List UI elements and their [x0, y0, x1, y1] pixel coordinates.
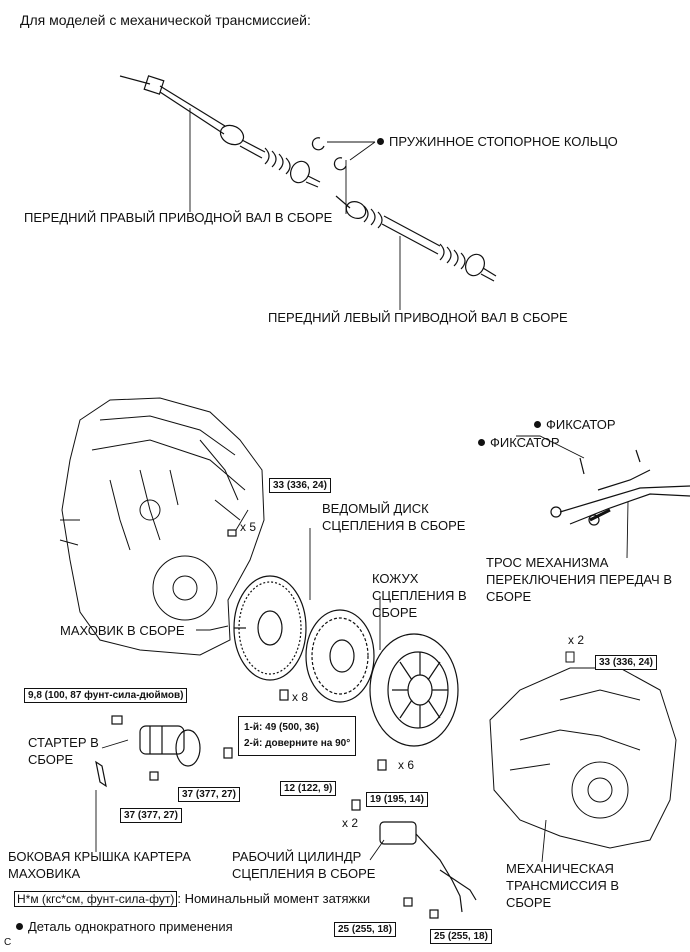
clip-text-1: ФИКСАТОР [546, 417, 616, 432]
starter-drawing [111, 715, 233, 781]
qty-x2-cylinder: x 2 [342, 816, 359, 830]
qty-x8: x 8 [292, 690, 309, 704]
legend-torque: Н*м (кгс*см, фунт-сила-фут): Номинальный… [14, 890, 370, 908]
torque-box-starter-1: 37 (377, 27) [178, 787, 240, 802]
page-title: Для моделей с механической трансмиссией: [20, 12, 311, 28]
non-reusable-marker-icon [377, 138, 384, 145]
transmission-label: МЕХАНИЧЕСКАЯ ТРАНСМИССИЯ В СБОРЕ [506, 861, 620, 910]
rh-drive-shaft-drawing [119, 75, 321, 188]
snap-ring-label: ПРУЖИННОЕ СТОПОРНОЕ КОЛЬЦО [377, 133, 618, 150]
clip-text-2: ФИКСАТОР [490, 435, 560, 450]
torque-box-line-1: 25 (255, 18) [334, 922, 396, 937]
qty-x6: x 6 [398, 758, 415, 772]
flywheel-label: МАХОВИК В СБОРЕ [60, 623, 185, 638]
rh-shaft-label: ПЕРЕДНИЙ ПРАВЫЙ ПРИВОДНОЙ ВАЛ В СБОРЕ [24, 210, 333, 225]
corner-code: C [4, 937, 12, 948]
engine-drawing [59, 397, 265, 656]
legend-non-reusable: Деталь однократного применения [16, 918, 233, 935]
flywheel-drawing [233, 575, 307, 681]
qty-x2-transmission: x 2 [568, 633, 585, 647]
transmission-drawing [489, 651, 677, 849]
side-cover-drawing [95, 760, 107, 788]
flywheel-torque-box: 1-й: 49 (500, 36) 2-й: доверните на 90° [238, 716, 357, 756]
torque-box-engine: 33 (336, 24) [269, 478, 331, 493]
lh-drive-shaft-drawing [335, 195, 497, 282]
torque-box-line-2: 25 (255, 18) [430, 929, 492, 944]
starter-label: СТАРТЕР В СБОРЕ [28, 735, 99, 767]
clutch-cover-label: КОЖУХ СЦЕПЛЕНИЯ В СБОРЕ [372, 571, 467, 620]
legend-unit-text: : Номинальный момент затяжки [177, 891, 371, 906]
snap-ring-text: ПРУЖИННОЕ СТОПОРНОЕ КОЛЬЦО [389, 134, 618, 149]
clutch-cover-drawing [369, 633, 459, 747]
torque-box-side-cover: 9,8 (100, 87 фунт-сила-дюймов) [24, 688, 188, 703]
release-cylinder-drawing [351, 799, 477, 919]
torque-box-transmission: 33 (336, 24) [595, 655, 657, 670]
clip-label-2: ФИКСАТОР [478, 434, 560, 451]
torque-box-cylinder: 12 (122, 9) [280, 781, 337, 796]
non-reusable-marker-icon [16, 923, 23, 930]
lh-shaft-label: ПЕРЕДНИЙ ЛЕВЫЙ ПРИВОДНОЙ ВАЛ В СБОРЕ [268, 310, 568, 325]
release-cylinder-label: РАБОЧИЙ ЦИЛИНДР СЦЕПЛЕНИЯ В СБОРЕ [232, 849, 376, 881]
legend-unit-box: Н*м (кгс*см, фунт-сила-фут) [14, 891, 178, 907]
torque-box-cover: 19 (195, 14) [366, 792, 428, 807]
non-reusable-marker-icon [534, 421, 541, 428]
non-reusable-marker-icon [478, 439, 485, 446]
clutch-disc-label: ВЕДОМЫЙ ДИСК СЦЕПЛЕНИЯ В СБОРЕ [322, 501, 466, 533]
legend-non-reusable-text: Деталь однократного применения [28, 919, 233, 934]
qty-x5: x 5 [240, 520, 257, 534]
flywheel-torque-step2: 2-й: доверните на 90° [244, 738, 351, 749]
flywheel-torque-step1: 1-й: 49 (500, 36) [244, 722, 320, 733]
side-cover-label: БОКОВАЯ КРЫШКА КАРТЕРА МАХОВИКА [8, 849, 191, 881]
clip-label-1: ФИКСАТОР [534, 416, 616, 433]
shift-cable-drawing [550, 449, 690, 526]
torque-box-starter-2: 37 (377, 27) [120, 808, 182, 823]
shift-cable-label: ТРОС МЕХАНИЗМА ПЕРЕКЛЮЧЕНИЯ ПЕРЕДАЧ В СБ… [486, 555, 672, 604]
clutch-disc-drawing [305, 609, 375, 703]
